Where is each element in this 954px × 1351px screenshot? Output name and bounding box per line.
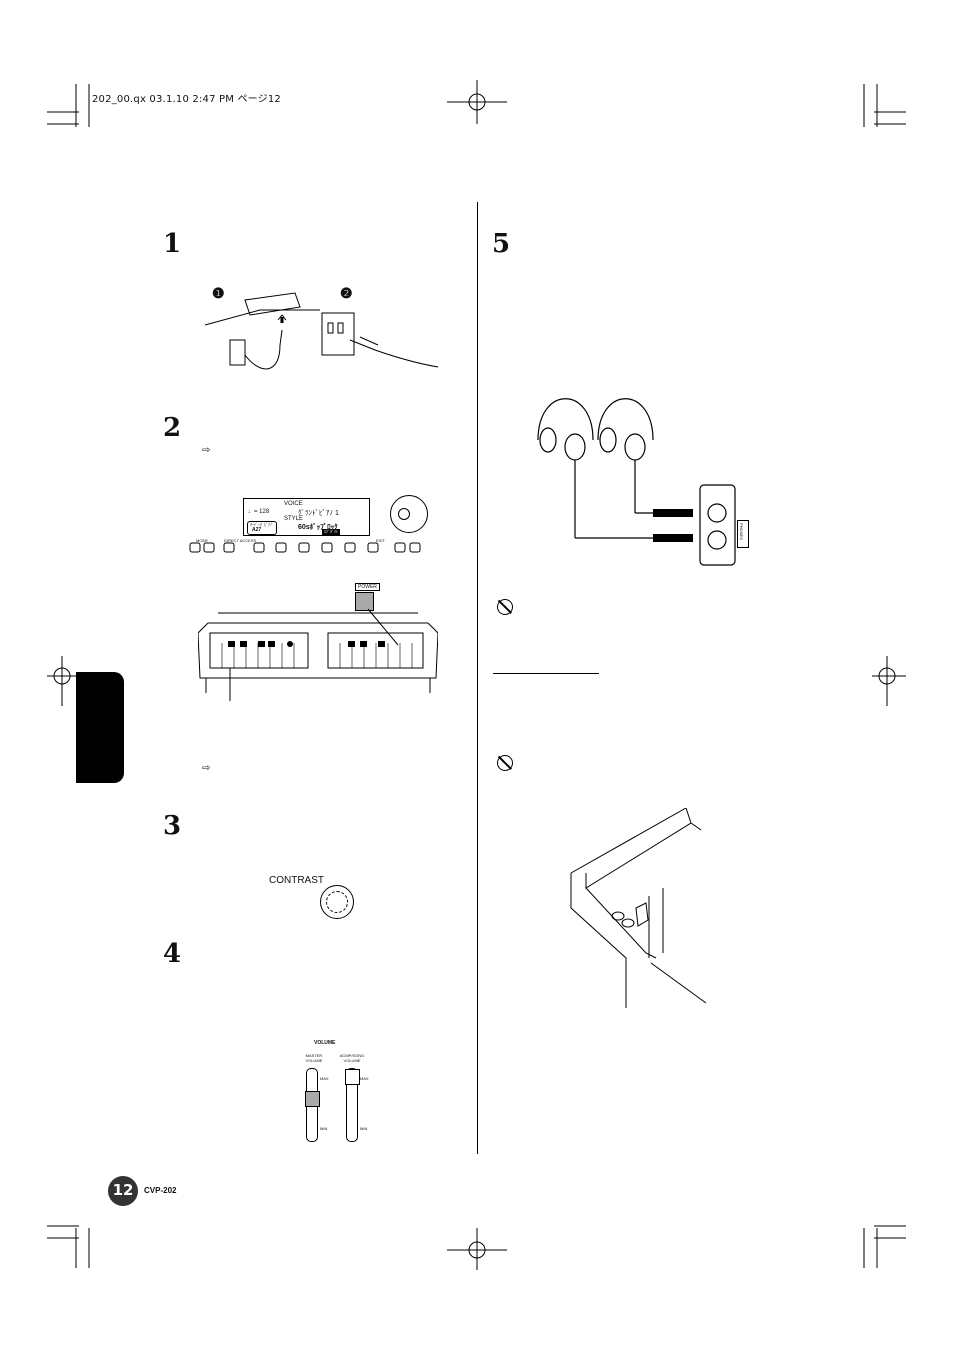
acmp-volume-slider[interactable] [345, 1068, 360, 1142]
step-number-5: 5 [492, 229, 511, 259]
headphones-figure: PHONES [528, 385, 758, 570]
volume-sliders-figure: VOLUME MASTER VOLUME ACMP/SONG VOLUME MA… [296, 1038, 386, 1148]
acmp-volume-label: ACMP/SONG VOLUME [339, 1053, 365, 1063]
voice-value: ｸﾞﾗﾝﾄﾞﾋﾟｱﾉ 1 [298, 510, 339, 517]
column-divider [477, 202, 478, 1154]
contrast-label: CONTRAST [269, 875, 324, 886]
step-number-4: 4 [163, 939, 182, 969]
mode-label: MODE [196, 538, 208, 543]
step-marker-b: ❷ [340, 285, 353, 301]
registration-box-subtitle: ﾋﾟｱﾉ [264, 522, 272, 527]
section-rule [493, 673, 599, 674]
style-label: STYLE [284, 516, 304, 522]
step-number-3: 3 [163, 811, 182, 841]
lcd-panel-figure: ♩= 128 VOICE ｸﾞﾗﾝﾄﾞﾋﾟｱﾉ 1 STYLE 60sﾎﾟｯﾌﾟ… [186, 492, 436, 554]
headphones-illustration [537, 398, 736, 566]
power-button[interactable] [355, 592, 374, 611]
acmp-min-label: MIN [360, 1126, 368, 1131]
master-volume-slider[interactable] [305, 1068, 320, 1142]
prohibition-icon [497, 755, 513, 771]
registration-box-title: ｵｰﾃﾞｨｵ [250, 522, 262, 527]
step-number-2: 2 [163, 413, 182, 443]
contrast-knob[interactable] [320, 885, 354, 919]
phones-label: PHONES [739, 523, 744, 540]
master-volume-label: MASTER VOLUME [305, 1053, 323, 1063]
phones-jack-panel: PHONES [737, 520, 749, 548]
keyboard-power-figure: POWER [198, 583, 438, 703]
master-max-label: MAX [320, 1076, 329, 1081]
panel-buttons-row [189, 542, 421, 553]
power-cord-figure: ❶ ❷ [200, 285, 440, 385]
note-arrow-icon: ⇨ [202, 763, 211, 774]
tempo-display: ♩= 128 [248, 509, 270, 515]
note-arrow-icon: ⇨ [202, 445, 211, 456]
exit-label: EXIT [376, 538, 385, 543]
keyboard-illustration [198, 608, 438, 701]
registration-box: ｵｰﾃﾞｨｵ ﾋﾟｱﾉ A27 [247, 521, 277, 535]
master-min-label: MIN [320, 1126, 328, 1131]
direct-access-label: DIRECT ACCESS [224, 538, 257, 543]
file-info-header: 202_00.qx 03.1.10 2:47 PM ページ12 [92, 94, 281, 105]
step-marker-a: ❶ [212, 285, 225, 301]
headphone-hanger-illustration [570, 808, 707, 1008]
power-cord-illustration [204, 292, 439, 370]
model-name: CVP-202 [144, 1186, 177, 1195]
lcd-badge: ｴｸﾞﾀﾞｸﾄ [322, 529, 340, 535]
power-label: POWER [355, 583, 380, 591]
lcd-screen: ♩= 128 VOICE ｸﾞﾗﾝﾄﾞﾋﾟｱﾉ 1 STYLE 60sﾎﾟｯﾌﾟ… [243, 498, 370, 536]
style-value: 60sﾎﾟｯﾌﾟﾛｯｸ [298, 524, 338, 531]
step-number-1: 1 [163, 229, 182, 259]
registration-number: A27 [252, 527, 262, 533]
data-dial[interactable] [390, 495, 428, 533]
page-number: 12 [108, 1176, 138, 1206]
voice-label: VOICE [284, 501, 303, 507]
prohibition-icon [497, 599, 513, 615]
chapter-tab [76, 672, 124, 783]
volume-title: VOLUME [314, 1040, 336, 1046]
acmp-max-label: MAX [360, 1076, 369, 1081]
